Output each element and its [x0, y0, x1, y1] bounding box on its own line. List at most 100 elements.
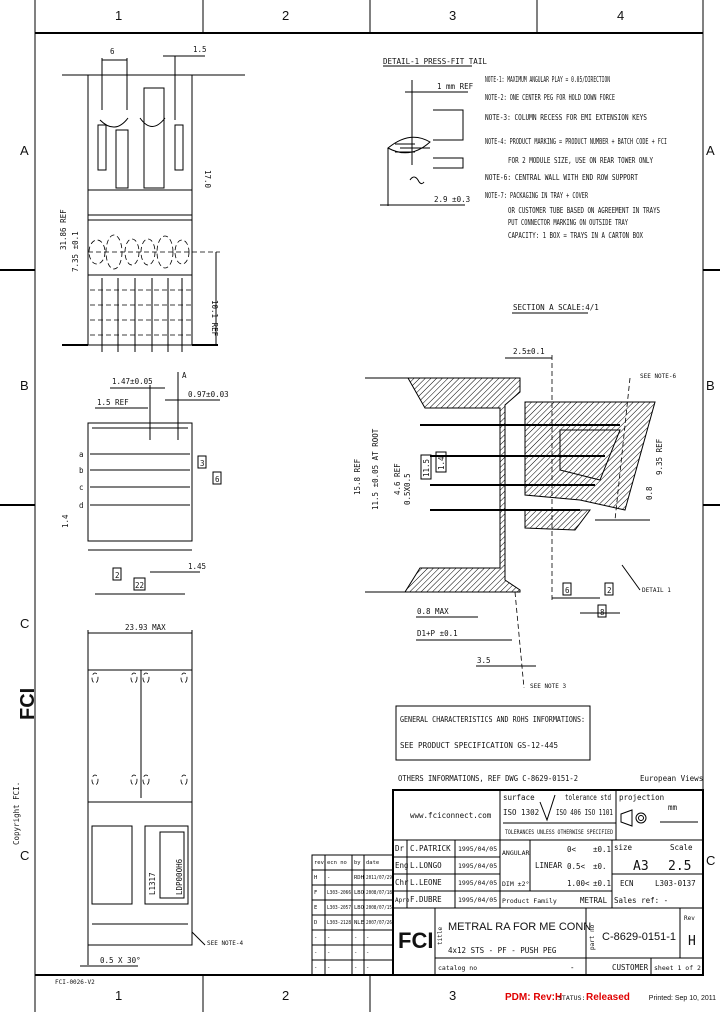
revision-cell: RDH	[354, 875, 364, 881]
dim-row: 7.35 ±0.1	[71, 231, 80, 272]
revision-cell: -	[354, 950, 357, 956]
zone-right-a: A	[706, 143, 715, 158]
note-4-cont: FOR 2 MODULE SIZE, USE ON REAR TOWER ONL…	[508, 156, 653, 165]
box-2: 2	[115, 571, 120, 580]
revision-cell: -	[327, 965, 330, 971]
zone-right-c: C	[706, 853, 715, 868]
revision-header: ecn no	[327, 860, 347, 866]
fci-logo-text: FCI	[17, 688, 39, 720]
part-number: C-8629-0151-1	[602, 931, 676, 943]
catalog-label: catalog no	[438, 964, 477, 972]
dim-11-5: 11.5 ±0.05 AT ROOT	[371, 428, 380, 510]
section-note3: SEE NOTE 3	[530, 683, 567, 690]
ecn: L303-0137	[655, 879, 696, 888]
form-code: FCI-0026-V2	[55, 979, 95, 986]
scale: 2.5	[668, 859, 691, 874]
linear-range-1: 0<	[567, 845, 577, 854]
revision-cell: LBO	[354, 890, 364, 896]
dim-d1p: D1+P ±0.1	[417, 629, 458, 638]
others-informations: OTHERS INFORMATIONS, REF DWG C-8629-0151…	[398, 774, 578, 783]
dim-overall: 31.86 REF	[59, 209, 68, 250]
bottom-view: 23.93 MAX L1317 LDP00OH6 SEE NOTE-4 0.5 …	[80, 623, 244, 967]
marker-a: A	[182, 371, 187, 380]
section-title: SECTION A SCALE:4/1	[513, 303, 599, 312]
zone-right-b: B	[706, 378, 715, 393]
revision-cell: F	[314, 890, 317, 896]
size-label: size	[614, 843, 633, 852]
box-11-5: 11.5	[422, 459, 431, 477]
dim-0-5: 0.5X0.5	[403, 473, 412, 505]
dim-chamfer: 0.5 X 30°	[100, 956, 141, 965]
fci-logo-mark: FCI	[398, 928, 433, 953]
dim-15-8: 15.8 REF	[353, 458, 362, 495]
product-family-label: Product Family	[502, 897, 557, 905]
marking-batch: LDP00OH6	[175, 858, 184, 895]
front-view: a b c d 1.47±0.05 1.5 REF A 0.97±0.03 3 …	[61, 371, 229, 595]
approval-role-3: Chr	[395, 878, 409, 887]
box-6: 6	[215, 475, 220, 484]
revision-cell: -	[366, 935, 369, 941]
section-box-8: 8	[600, 608, 605, 617]
section-a-view: SECTION A SCALE:4/1 2.5±0.1 SEE NOTE-6 1…	[353, 303, 677, 690]
surface-std: ISO 1302	[503, 808, 539, 817]
approval-name-2: L.LONGO	[410, 861, 442, 870]
revision-cell: 2007/07/26	[366, 920, 392, 926]
section-dim-offset: 2.5±0.1	[513, 347, 545, 356]
approval-date-1: 1995/04/05	[458, 845, 497, 853]
zone-top-4: 4	[617, 8, 624, 23]
linear-range-3: 1.00<	[567, 879, 590, 888]
dim-pitch: 6	[110, 47, 115, 56]
footer: PDM: Rev:H STATUS: Released Printed: Sep…	[505, 992, 716, 1003]
revision-header: rev	[314, 860, 325, 866]
sheet-number: sheet 1 of 2	[654, 964, 701, 972]
zone-top-3: 3	[449, 8, 456, 23]
part-number-label: part no	[589, 924, 596, 950]
zone-left-b: B	[20, 378, 29, 393]
detail-1-view: DETAIL-1 PRESS-FIT TAIL 1 mm REF 2.9 ±0.…	[380, 57, 487, 206]
tolerance-label: tolerance std	[565, 793, 611, 802]
note-4: NOTE-4: PRODUCT MARKING = PRODUCT NUMBER…	[485, 137, 667, 146]
section-detail1: DETAIL 1	[642, 587, 671, 594]
dim-b: 1.5 REF	[97, 398, 129, 407]
european-views: European Views	[640, 774, 703, 783]
revision-cell: -	[354, 965, 357, 971]
revision: H	[688, 934, 696, 949]
dim-4-6: 4.6 REF	[393, 463, 402, 495]
approval-date-2: 1995/04/05	[458, 862, 497, 870]
zone-left-c: C	[20, 616, 29, 631]
notes-list: NOTE-1: MAXIMUM ANGULAR PLAY = 0.05/DIRE…	[485, 75, 667, 240]
revision-cell: 2008/07/15	[366, 905, 392, 911]
pin-holes	[88, 234, 220, 270]
approval-name-3: L.LEONE	[410, 878, 442, 887]
zone-left-a: A	[20, 143, 29, 158]
sales-ref: Sales ref: -	[614, 896, 668, 905]
approval-date-4: 1995/04/05	[458, 896, 497, 904]
note-7-line-4: CAPACITY: 1 BOX = TRAYS IN A CARTON BOX	[508, 231, 643, 240]
dim-e: 1.45	[188, 562, 206, 571]
note-3: NOTE-3: COLUMN RECESS FOR EMI EXTENSION …	[485, 113, 647, 122]
contact-rows	[90, 453, 190, 506]
status-label: STATUS:	[558, 994, 585, 1002]
units: mm	[668, 803, 678, 812]
general-line-2: SEE PRODUCT SPECIFICATION GS-12-445	[400, 741, 558, 750]
revision-cell: -	[314, 965, 317, 971]
box-22: 22	[135, 581, 144, 590]
revision-cell: E	[314, 905, 317, 911]
surface-label: surface	[503, 793, 535, 802]
note-ref: SEE NOTE-4	[207, 940, 244, 947]
revision-cell: NLE	[354, 920, 364, 926]
section-box-2: 2	[607, 586, 612, 595]
marking-lot: L1317	[148, 872, 157, 895]
box-1-4: 1.4	[437, 456, 446, 470]
catalog-value: -	[570, 963, 575, 972]
zone-bottom-1: 1	[115, 988, 122, 1003]
revision-cell: -	[314, 950, 317, 956]
product-family: METRAL	[580, 896, 608, 905]
approval-role-1: Dr	[395, 844, 405, 853]
revision-header: by	[354, 860, 361, 866]
note-7-line-3: PUT CONNECTOR MARKING ON OUTSIDE TRAY	[508, 218, 628, 227]
box-3: 3	[200, 459, 205, 468]
website: www.fciconnect.com	[410, 811, 492, 820]
